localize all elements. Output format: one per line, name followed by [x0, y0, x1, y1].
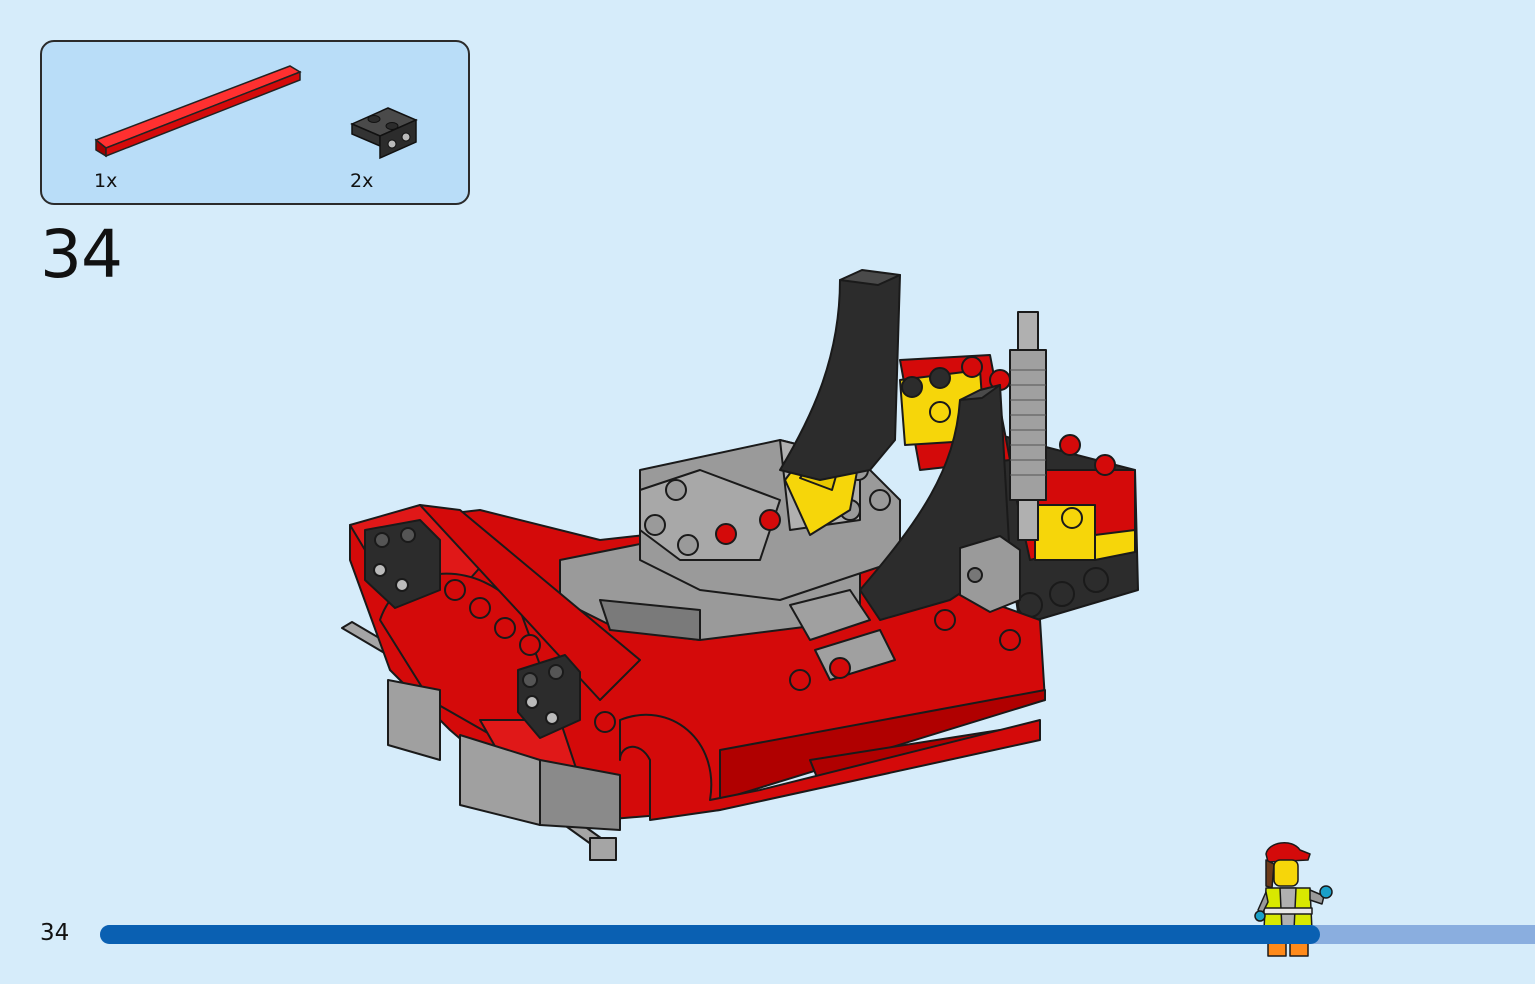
parts-list-box: 1x 2x — [40, 40, 470, 205]
page-number: 34 — [40, 920, 70, 946]
red-plate-tile-icon — [94, 65, 302, 158]
black-bracket-icon — [350, 107, 418, 160]
worker-minifigure-icon — [1254, 842, 1333, 957]
part-quantity-1: 1x — [94, 170, 118, 192]
progress-bar — [100, 925, 1535, 944]
step-number: 34 — [40, 216, 123, 293]
progress-bar-fill — [100, 925, 1320, 944]
part-quantity-2: 2x — [350, 170, 374, 192]
